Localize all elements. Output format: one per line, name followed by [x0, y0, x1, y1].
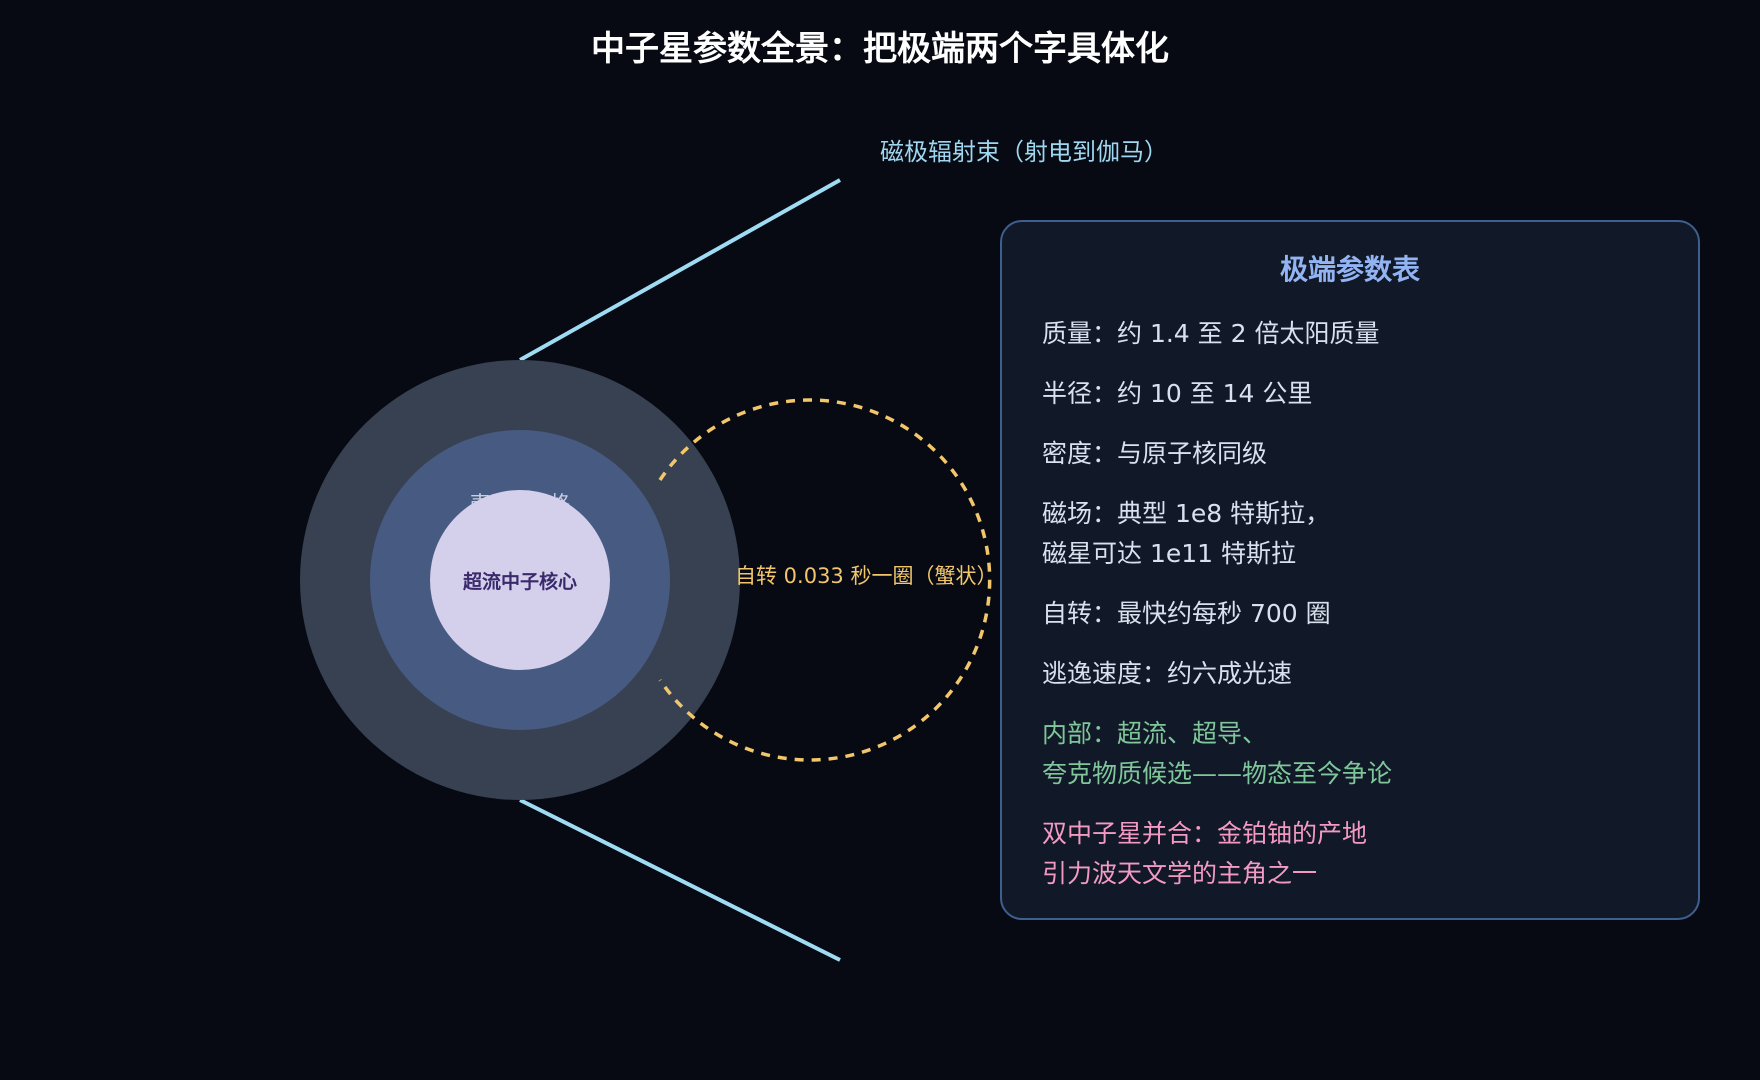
parameter-line: 质量：约 1.4 至 2 倍太阳质量 — [1042, 319, 1380, 348]
parameter-line: 夸克物质候选——物态至今争论 — [1042, 759, 1393, 788]
superfluid-core — [430, 490, 610, 670]
parameter-line: 自转：最快约每秒 700 圈 — [1042, 599, 1331, 628]
parameter-item: 密度：与原子核同级 — [1042, 434, 1658, 474]
beam-label: 磁极辐射束（射电到伽马） — [880, 138, 1168, 166]
parameter-list: 质量：约 1.4 至 2 倍太阳质量半径：约 10 至 14 公里密度：与原子核… — [1042, 314, 1658, 894]
spin-label: 自转 0.033 秒一圈（蟹状） — [735, 564, 997, 588]
panel-title: 极端参数表 — [1279, 253, 1420, 286]
parameter-line: 密度：与原子核同级 — [1042, 439, 1268, 468]
parameter-line: 半径：约 10 至 14 公里 — [1042, 379, 1313, 408]
parameter-item: 双中子星并合：金铂铀的产地引力波天文学的主角之一 — [1042, 814, 1658, 894]
lower-radiation-beam — [519, 798, 841, 962]
parameter-line: 磁场：典型 1e8 特斯拉， — [1042, 499, 1331, 528]
spin-orbit-arc — [658, 398, 992, 762]
parameter-panel: 极端参数表 质量：约 1.4 至 2 倍太阳质量半径：约 10 至 14 公里密… — [1000, 220, 1700, 920]
page-title: 中子星参数全景：把极端两个字具体化 — [591, 29, 1169, 69]
parameter-line: 内部：超流、超导、 — [1042, 719, 1268, 748]
parameter-line: 逃逸速度：约六成光速 — [1042, 659, 1293, 688]
upper-radiation-beam — [519, 178, 841, 362]
parameter-item: 内部：超流、超导、夸克物质候选——物态至今争论 — [1042, 714, 1658, 794]
core-label: 超流中子核心 — [462, 570, 577, 593]
parameter-item: 逃逸速度：约六成光速 — [1042, 654, 1658, 694]
parameter-item: 半径：约 10 至 14 公里 — [1042, 374, 1658, 414]
parameter-line: 双中子星并合：金铂铀的产地 — [1042, 819, 1368, 848]
parameter-item: 质量：约 1.4 至 2 倍太阳质量 — [1042, 314, 1658, 354]
parameter-item: 自转：最快约每秒 700 圈 — [1042, 594, 1658, 634]
parameter-item: 磁场：典型 1e8 特斯拉， 磁星可达 1e11 特斯拉 — [1042, 494, 1658, 574]
parameter-line: 引力波天文学的主角之一 — [1042, 859, 1318, 888]
parameter-line: 磁星可达 1e11 特斯拉 — [1042, 539, 1296, 568]
